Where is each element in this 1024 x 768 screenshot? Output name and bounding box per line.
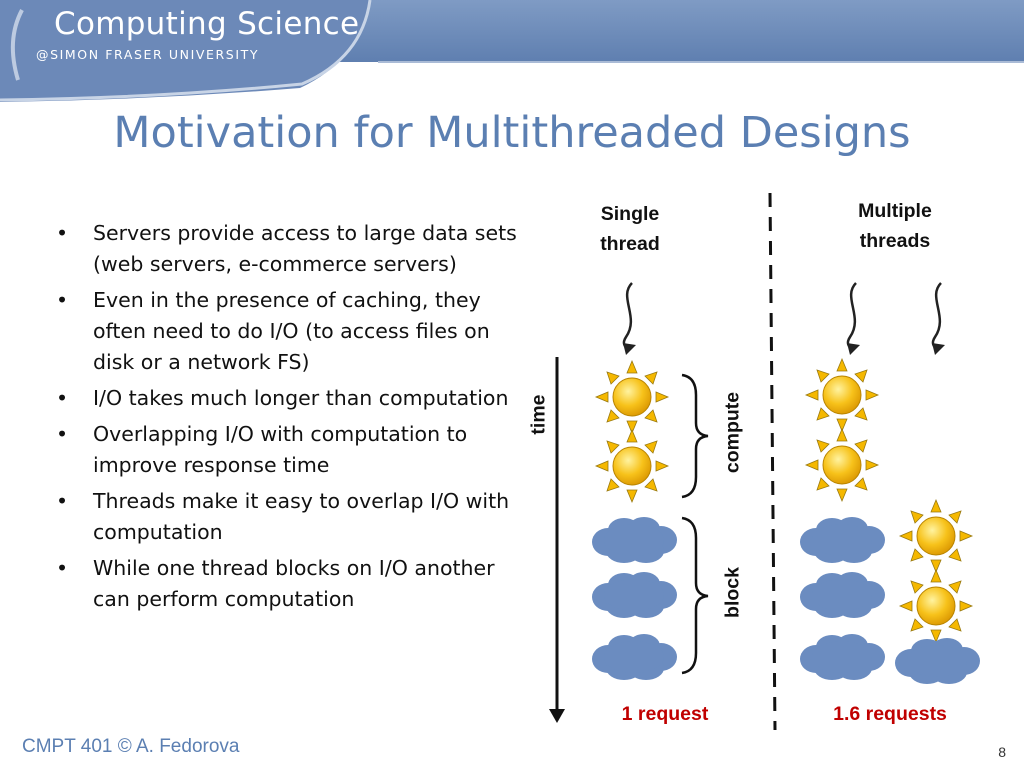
bullet-marker: •: [56, 489, 69, 513]
single-thread-label: Single thread: [570, 199, 690, 259]
thread-arrow-multi-1: [846, 282, 857, 352]
bullet-item: • Threads make it easy to overlap I/O wit…: [56, 486, 518, 548]
bullet-text: Servers provide access to large data set…: [93, 221, 517, 276]
bullet-list: • Servers provide access to large data se…: [56, 218, 518, 620]
compute-sun-icon: [805, 428, 879, 502]
bullet-text: While one thread blocks on I/O another c…: [93, 556, 495, 611]
bullet-item: • While one thread blocks on I/O another …: [56, 553, 518, 615]
block-cloud-icon: [592, 517, 677, 563]
thread-diagram: Single thread Multiple threads time comp…: [520, 185, 1020, 745]
thread-arrow-multi-2: [931, 282, 942, 352]
thread-arrow-single: [622, 282, 633, 352]
bullet-marker: •: [56, 386, 69, 410]
bullet-text: Even in the presence of caching, they of…: [93, 288, 490, 374]
block-label: block: [721, 567, 744, 618]
time-label: time: [527, 394, 550, 435]
brand-title: Computing Science: [54, 6, 360, 42]
multiple-threads-label-line1: Multiple: [858, 200, 932, 222]
compute-sun-icon: [595, 360, 669, 434]
block-cloud-icon: [592, 572, 677, 618]
single-thread-label-line1: Single: [600, 203, 660, 225]
time-arrowhead: [549, 709, 565, 723]
compute-sun-icon: [805, 358, 879, 432]
block-cloud-icon: [592, 634, 677, 680]
multiple-threads-label-line2: threads: [859, 230, 931, 252]
block-brace: [681, 516, 709, 675]
header-banner: [0, 0, 1024, 102]
bullet-text: Overlapping I/O with computation to impr…: [93, 422, 468, 477]
bullet-text: I/O takes much longer than computation: [93, 386, 509, 410]
bullet-marker: •: [56, 422, 69, 446]
bullet-marker: •: [56, 556, 69, 580]
bullet-marker: •: [56, 288, 69, 312]
brand-subtitle: @SIMON FRASER UNIVERSITY: [36, 47, 260, 62]
compute-sun-icon: [899, 569, 973, 643]
block-cloud-icon: [895, 638, 980, 684]
footer-course: CMPT 401 © A. Fedorova: [22, 736, 240, 757]
block-cloud-icon: [800, 634, 885, 680]
bullet-item: • I/O takes much longer than computation: [56, 383, 518, 414]
bullet-text: Threads make it easy to overlap I/O with…: [93, 489, 510, 544]
block-cloud-icon: [800, 572, 885, 618]
diagram-graphics: [549, 192, 980, 731]
compute-label: compute: [721, 391, 744, 474]
page-number: 8: [998, 744, 1006, 760]
multi-result-label: 1.6 requests: [833, 703, 947, 725]
bullet-item: • Overlapping I/O with computation to imp…: [56, 419, 518, 481]
compute-sun-icon: [899, 499, 973, 573]
multiple-threads-label: Multiple threads: [825, 196, 965, 256]
divider-line: [768, 192, 777, 731]
bullet-item: • Servers provide access to large data se…: [56, 218, 518, 280]
compute-brace: [681, 373, 709, 499]
single-thread-label-line2: thread: [600, 233, 660, 255]
bullet-marker: •: [56, 221, 69, 245]
compute-sun-icon: [595, 429, 669, 503]
single-result-label: 1 request: [621, 703, 709, 725]
block-cloud-icon: [800, 517, 885, 563]
bullet-item: • Even in the presence of caching, they o…: [56, 285, 518, 378]
slide-title: Motivation for Multithreaded Designs: [113, 108, 911, 158]
